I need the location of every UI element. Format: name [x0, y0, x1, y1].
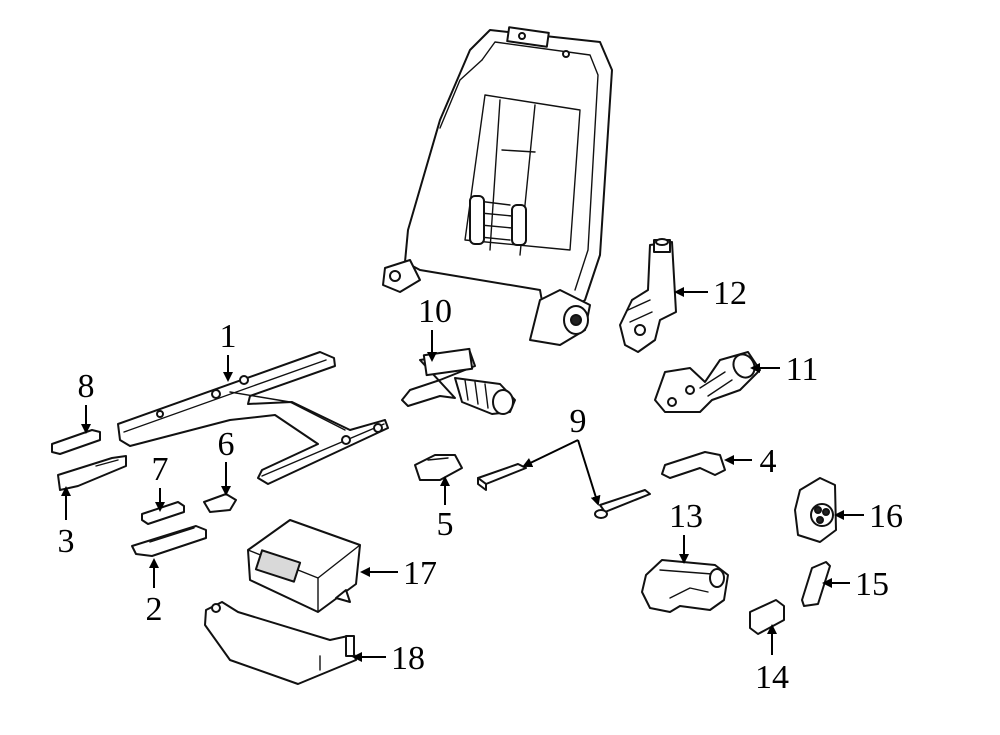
- track-cover-part-9a: [477, 463, 527, 491]
- callout-numbers: 1 2 3 4 5 6 7 8 9 10 11 12 13 14 15 16 1…: [58, 275, 904, 696]
- knob-part-15: [801, 561, 831, 607]
- callout-1: 1: [220, 318, 237, 355]
- callout-15: 15: [855, 566, 889, 603]
- cover-part-7: [141, 501, 185, 525]
- leader-9b: [577, 439, 601, 506]
- callout-8: 8: [78, 368, 95, 405]
- callout-9: 9: [570, 403, 587, 440]
- switch-part-16: [794, 477, 837, 543]
- leader-lines: [61, 287, 864, 662]
- switch-part-13: [641, 559, 729, 613]
- bracket-part-5: [414, 454, 463, 481]
- cover-part-8: [51, 429, 101, 455]
- callout-6: 6: [218, 426, 235, 463]
- control-module-part-17: [247, 519, 361, 613]
- recliner-motor-part-10: [401, 347, 516, 415]
- callout-14: 14: [755, 659, 789, 696]
- height-motor-part-12: [619, 238, 677, 353]
- cover-part-3: [57, 455, 127, 491]
- mounting-bracket-part-18: [204, 601, 357, 685]
- motor-part-11: [654, 351, 761, 413]
- callout-18: 18: [391, 640, 425, 677]
- callout-16: 16: [869, 498, 903, 535]
- callout-7: 7: [152, 451, 169, 488]
- callout-17: 17: [403, 555, 437, 592]
- leader-9a: [522, 439, 579, 468]
- callout-10: 10: [418, 293, 452, 330]
- callout-12: 12: [713, 275, 747, 312]
- clip-part-6: [203, 493, 237, 513]
- callout-3: 3: [58, 523, 75, 560]
- callout-13: 13: [669, 498, 703, 535]
- callout-2: 2: [146, 591, 163, 628]
- callout-4: 4: [760, 443, 777, 480]
- track-cover-part-9b: [594, 489, 651, 519]
- seat-track-frame: [117, 351, 389, 485]
- trim-cover-part-4: [661, 451, 726, 479]
- callout-11: 11: [786, 351, 819, 388]
- seat-back-frame: [382, 26, 613, 346]
- callout-5: 5: [437, 506, 454, 543]
- cover-part-2: [131, 525, 207, 557]
- knob-part-14: [749, 599, 785, 635]
